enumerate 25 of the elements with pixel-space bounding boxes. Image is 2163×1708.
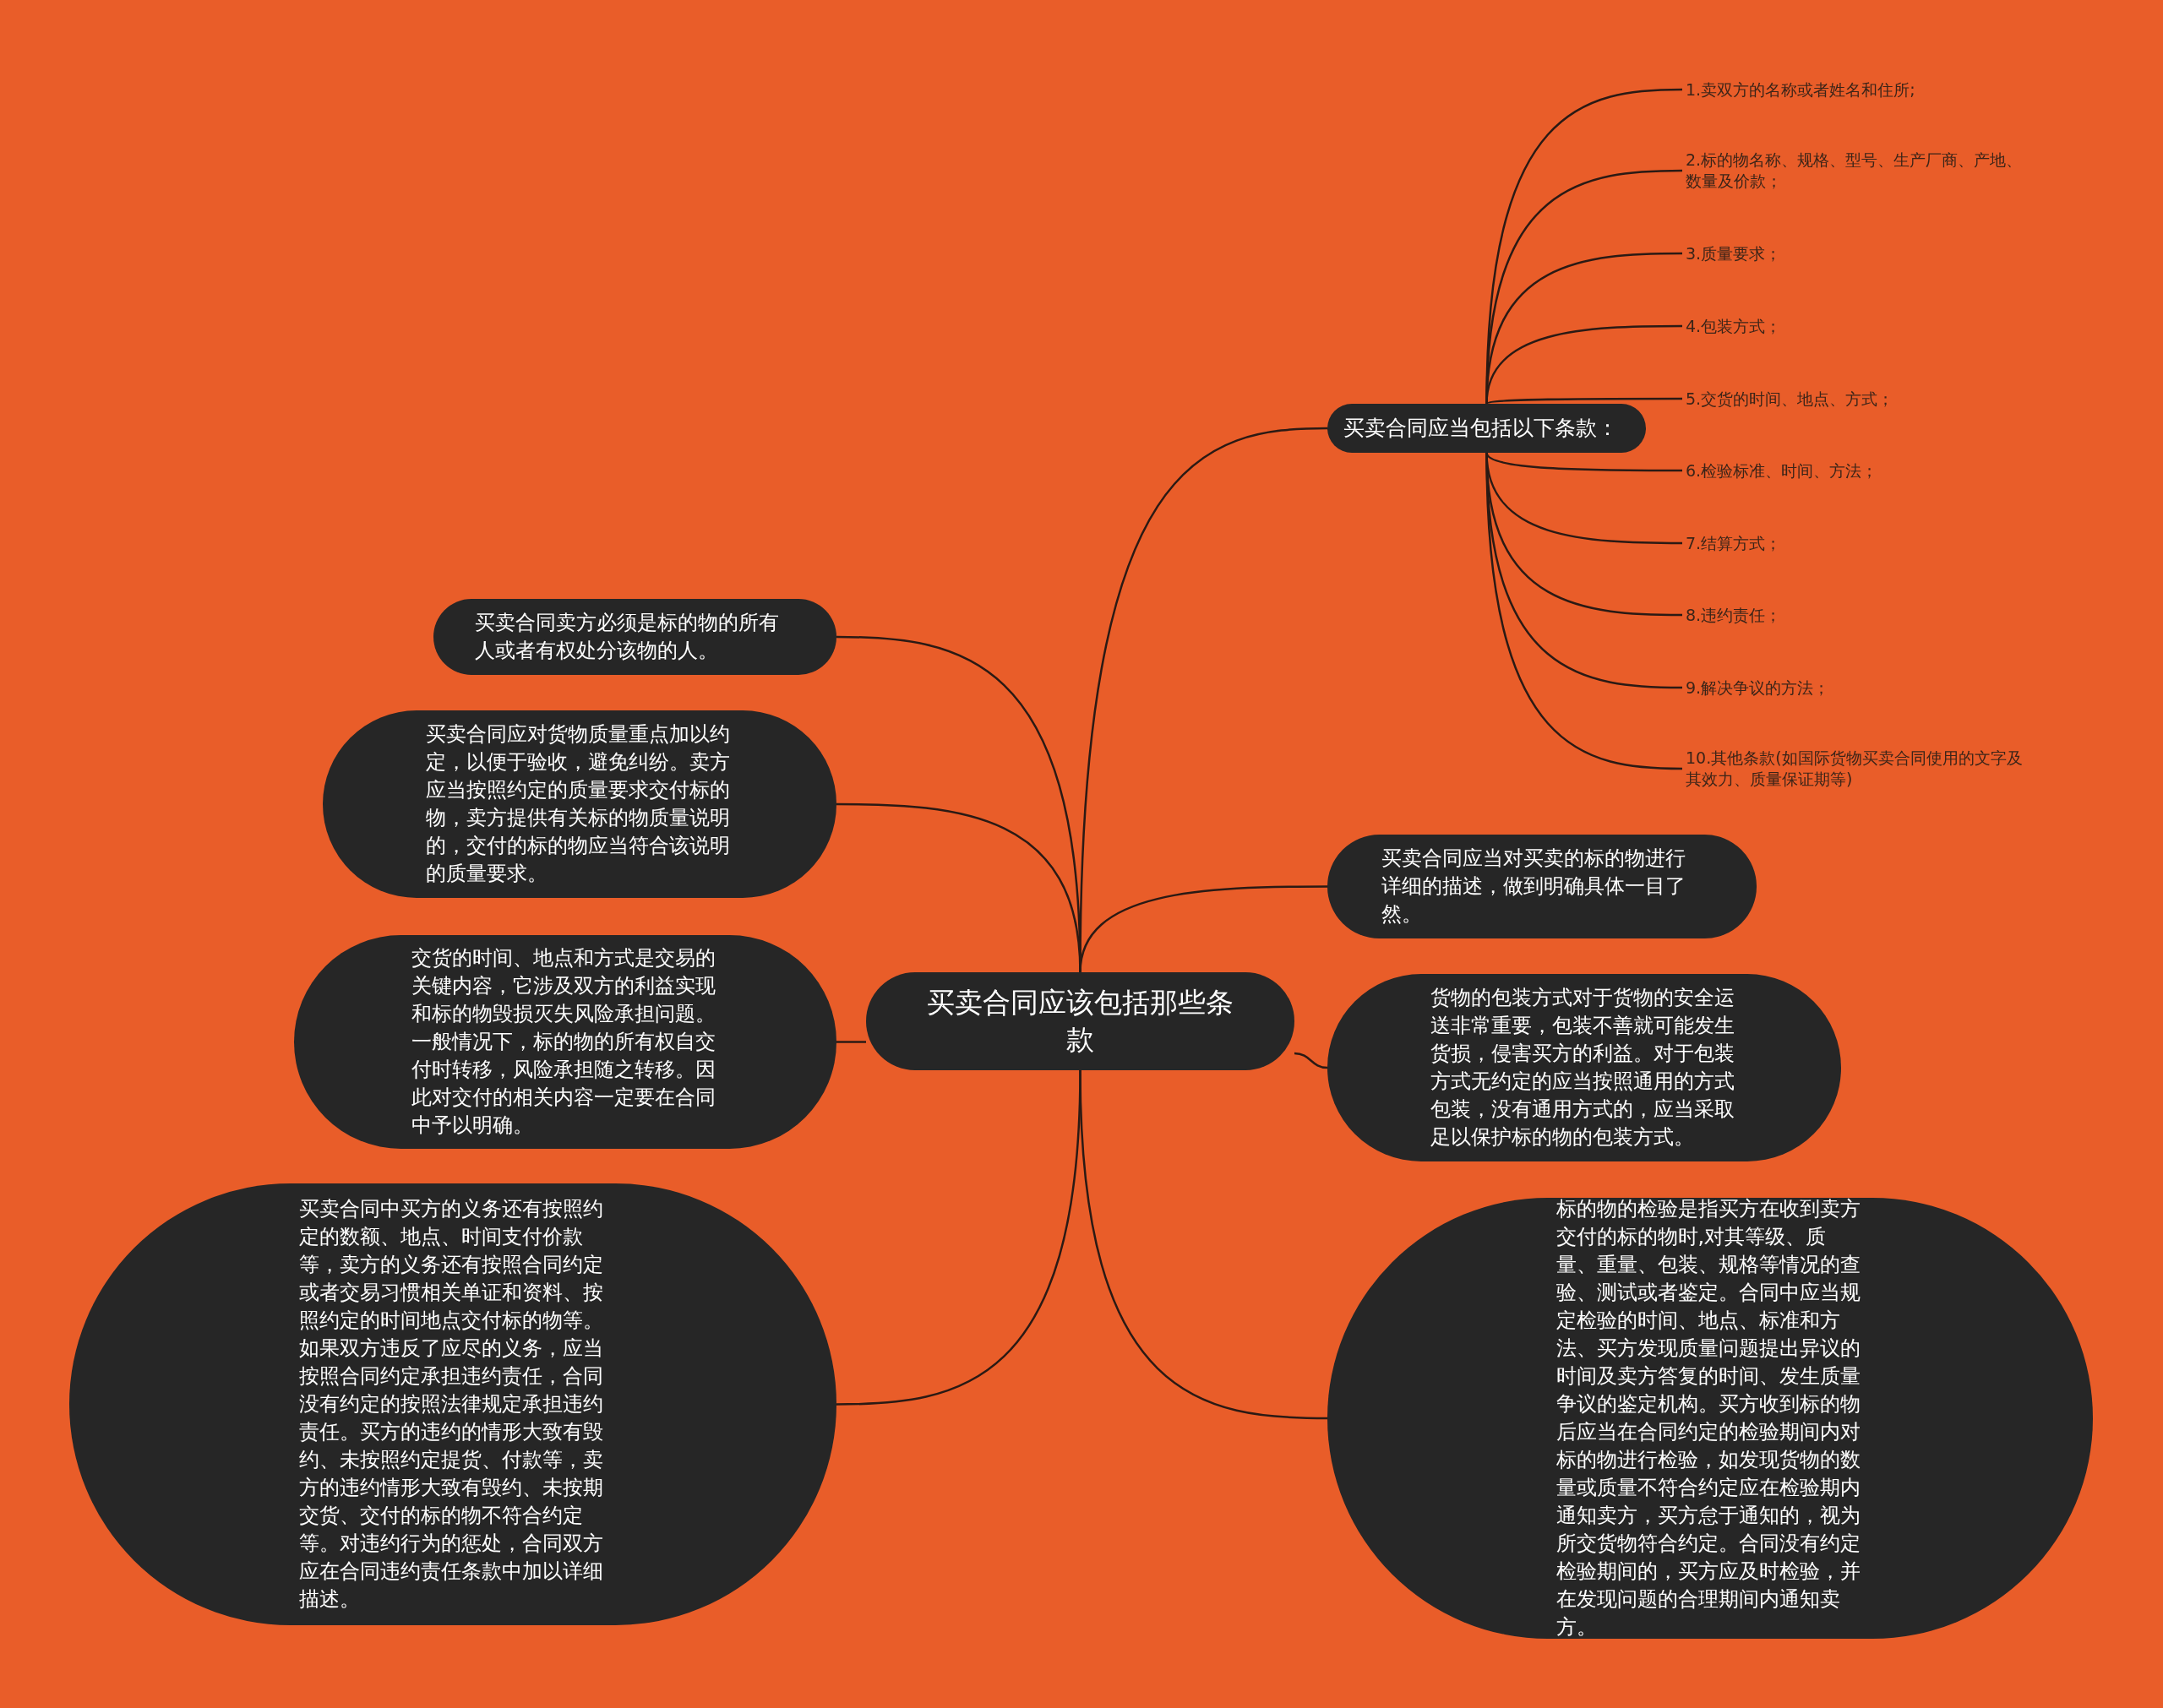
note-pill: 交货的时间、地点和方式是交易的关键内容，它涉及双方的利益实现和标的物毁损灭失风险承担问题。一般情况下，标的物的所有权自交付时转移，风险承担随之转移。因此对交付的相关内容一定要在合同中予以明确。: [294, 935, 836, 1149]
branch-line: [1485, 397, 1682, 405]
note-pill: 买卖合同卖方必须是标的物的所有人或者有权处分该物的人。: [433, 599, 836, 675]
note-pill: 标的物的检验是指买方在收到卖方交付的标的物时,对其等级、质量、重量、包装、规格等情况的查验、测试或者鉴定。合同中应当规定检验的时间、地点、标准和方法、买方发现质量问题提出异议的时间及卖方答复的时间、发生质量争议的鉴定机构。买方收到标的物后应当在合同约定的检验期间内对标的物进行检验，如发现货物的数量或质量不符合约定应在检验期内通知卖方，买方怠于通知的，视为所交货物符合约定。合同没有约定检验期间的，买方应及时检验，并在发现问题的合理期间内通知卖方。: [1327, 1198, 2093, 1639]
list-item-text: 4.包装方式；: [1686, 314, 2024, 338]
list-item-text: 8.违约责任；: [1686, 603, 2024, 627]
note-pill: 货物的包装方式对于货物的安全运送非常重要，包装不善就可能发生货损，侵害买方的利益。对于包装方式无约定的应当按照通用的方式包装，没有通用方式的，应当采取足以保护标的物的包装方式。: [1327, 974, 1841, 1161]
list-item-text: 10.其他条款(如国际货物买卖合同使用的文字及其效力、质量保证期等): [1686, 747, 2024, 791]
branch-line: [1294, 1052, 1328, 1069]
list-item-text: 9.解决争议的方法；: [1686, 676, 2024, 699]
list-item-text: 5.交货的时间、地点、方式；: [1686, 387, 2024, 411]
list-item-text: 6.检验标准、时间、方法；: [1686, 459, 2024, 482]
branch-line: [1079, 885, 1327, 973]
list-item-text: 3.质量要求；: [1686, 242, 2024, 265]
topic-pill: 买卖合同应当包括以下条款：: [1327, 404, 1646, 453]
note-pill: 买卖合同应当对买卖的标的物进行详细的描述，做到明确具体一目了然。: [1327, 835, 1757, 938]
list-item-text: 1.卖双方的名称或者姓名和住所;: [1686, 78, 2024, 101]
note-pill: 买卖合同应对货物质量重点加以约定，以便于验收，避免纠纷。卖方应当按照约定的质量要求交付标的物，卖方提供有关标的物质量说明的，交付的标的物应当符合该说明的质量要求。: [323, 710, 836, 898]
branch-line: [836, 1041, 866, 1043]
note-pill: 买卖合同中买方的义务还有按照约定的数额、地点、时间支付价款等，卖方的义务还有按照合同约定或者交易习惯相关单证和资料、按照约定的时间地点交付标的物等。如果双方违反了应尽的义务，应当按照合同约定承担违约责任，合同没有约定的按照法律规定承担违约责任。买方的违约的情形大致有毁约、未按照约定提货、付款等，卖方的违约情形大致有毁约、未按期交货、交付的标的物不符合约定等。对违约行为的惩处，合同双方应在合同违约责任条款中加以详细描述。: [69, 1183, 836, 1625]
list-item-text: 7.结算方式；: [1686, 531, 2024, 555]
central-topic-pill: 买卖合同应该包括那些条款: [866, 972, 1294, 1070]
branch-line: [1485, 452, 1682, 472]
list-item-text: 2.标的物名称、规格、型号、生产厂商、产地、数量及价款；: [1686, 149, 2024, 193]
branch-line: [1079, 1069, 1328, 1420]
